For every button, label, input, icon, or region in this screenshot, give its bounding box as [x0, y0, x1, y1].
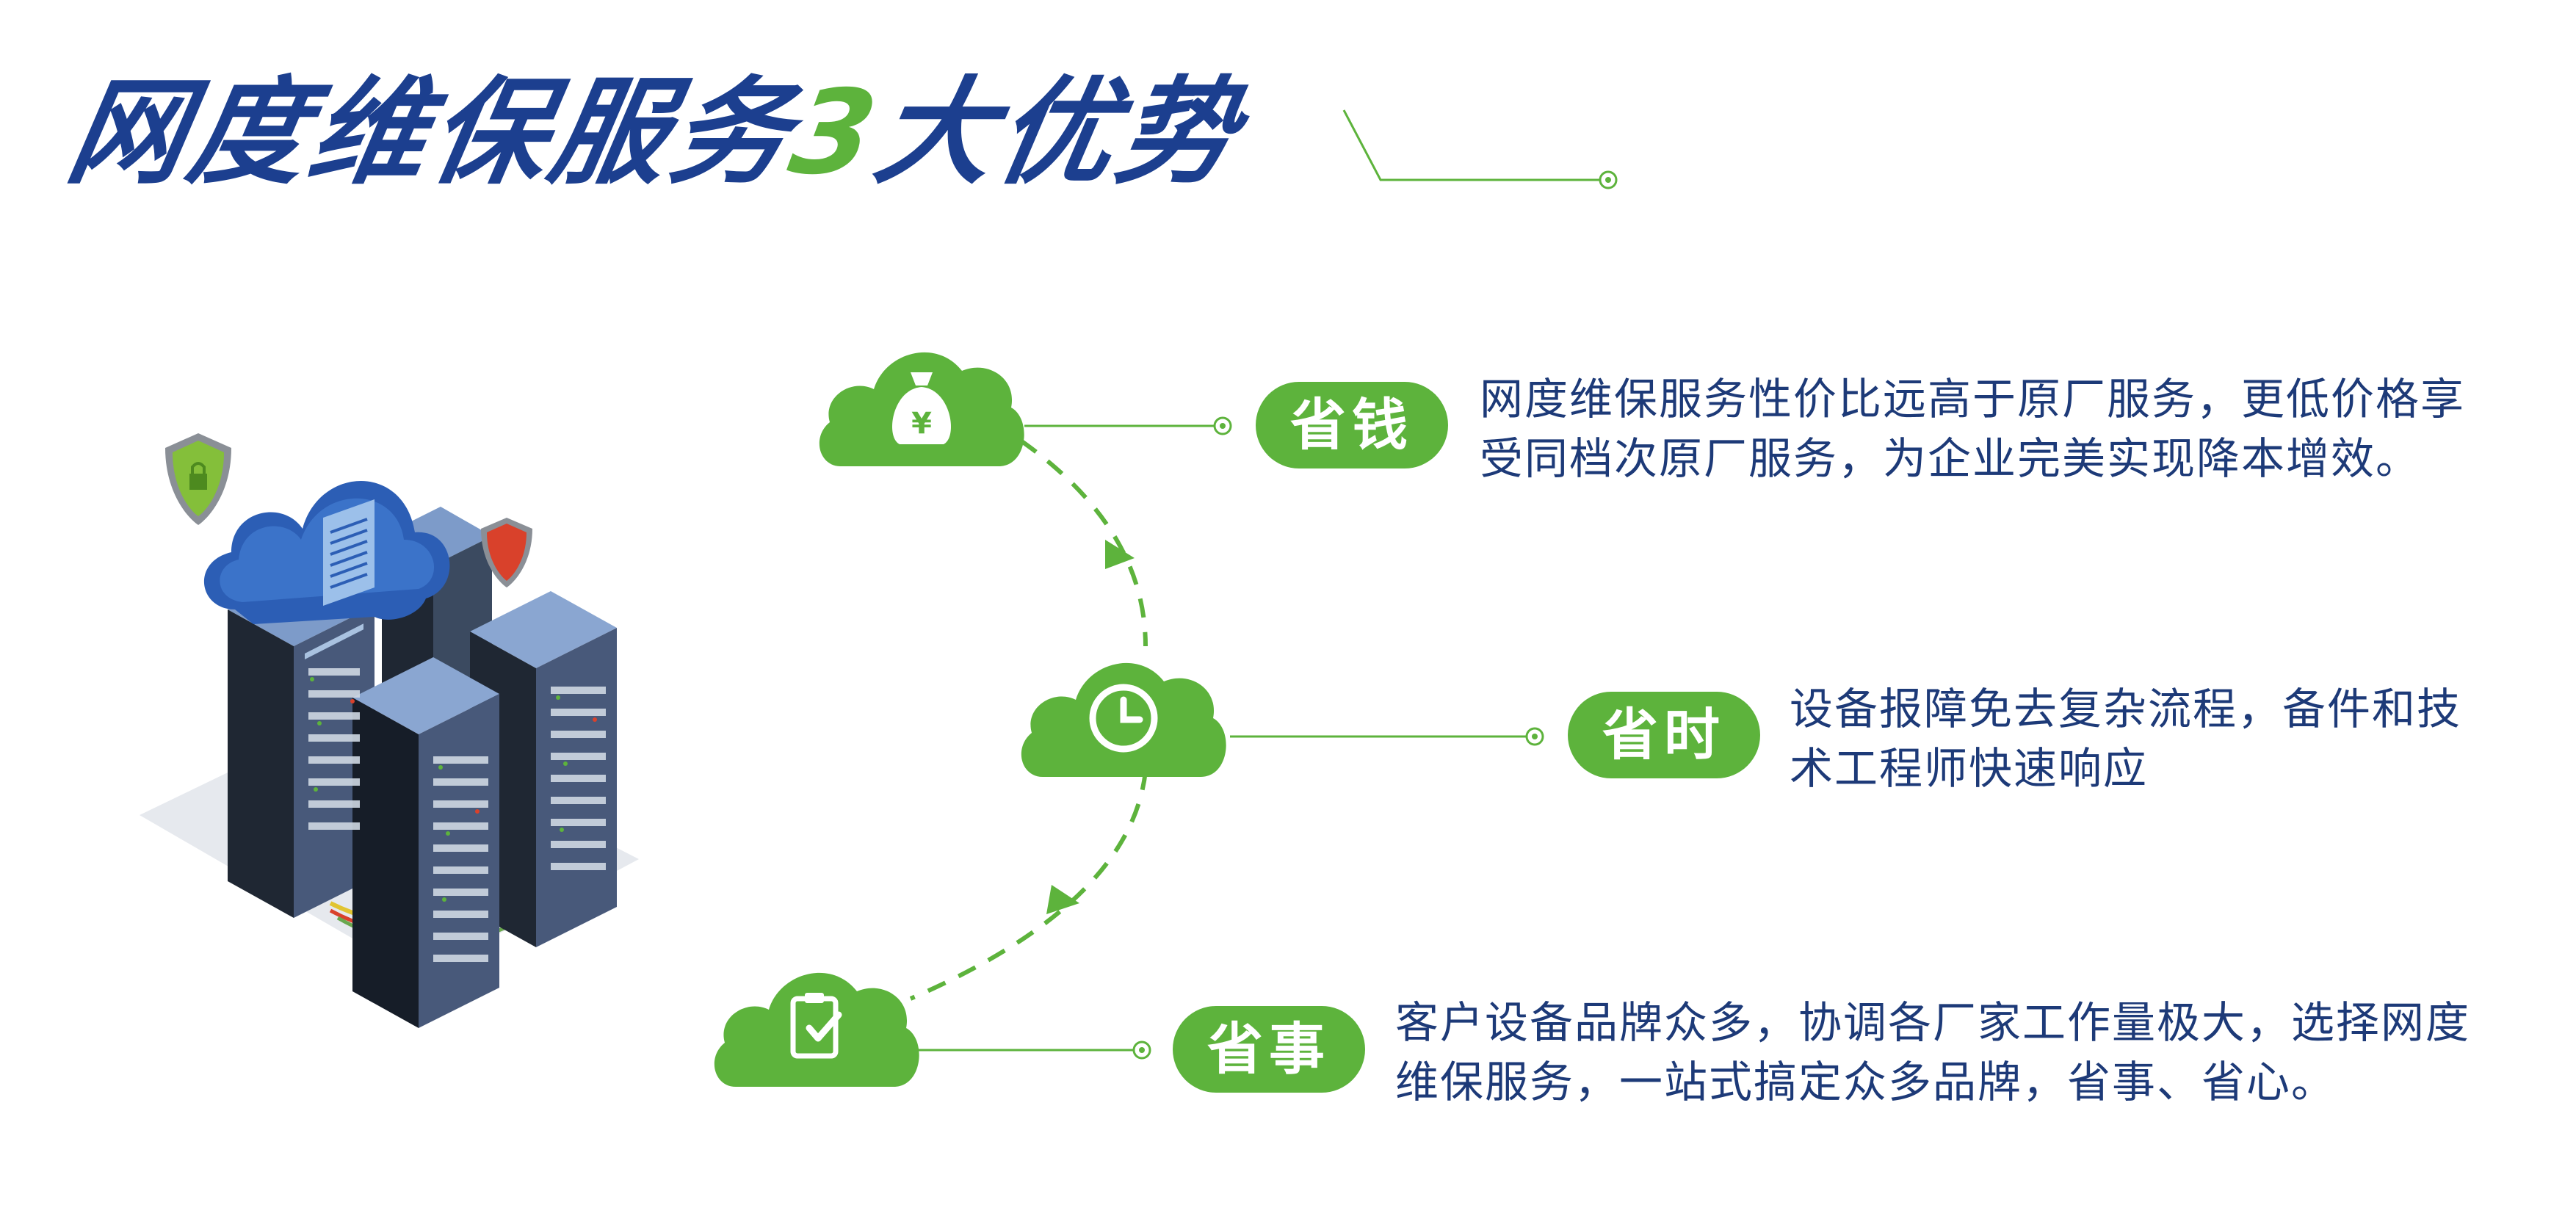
green-shield-icon: [165, 433, 231, 525]
cloud-money: ¥: [811, 334, 1032, 474]
advantage-label-effort: 省事: [1173, 1006, 1365, 1093]
desc-line: 客户设备品牌众多，协调各厂家工作量极大，选择网度: [1395, 997, 2471, 1048]
title-part1: 网度维保服务: [58, 65, 806, 200]
cloud-time: [1013, 645, 1234, 784]
advantage-desc-money: 网度维保服务性价比远高于原厂服务，更低价格享 受同档次原厂服务，为企业完美实现降…: [1480, 369, 2465, 488]
desc-line: 术工程师快速响应: [1790, 743, 2149, 794]
desc-line: 设备报障免去复杂流程，备件和技: [1790, 684, 2462, 734]
money-bag-yen-icon: [892, 372, 951, 444]
desc-line: 网度维保服务性价比远高于原厂服务，更低价格享: [1480, 374, 2466, 424]
server-rack-front: [352, 657, 499, 1028]
desc-line: 受同档次原厂服务，为企业完美实现降本增效。: [1480, 433, 2421, 484]
clock-icon: [1089, 684, 1158, 753]
desc-line: 维保服务，一站式搞定众多品牌，省事、省心。: [1395, 1057, 2337, 1107]
svg-text:¥: ¥: [911, 407, 932, 441]
advantage-label-time: 省时: [1568, 692, 1760, 778]
title-part2: 大优势: [866, 65, 1252, 200]
cloud-storage-shape: [203, 481, 450, 624]
advantage-label-money: 省钱: [1256, 382, 1448, 468]
red-shield-icon: [481, 518, 532, 587]
advantage-desc-time: 设备报障免去复杂流程，备件和技 术工程师快速响应: [1790, 679, 2461, 798]
clipboard-check-icon: [790, 993, 842, 1059]
page-title: 网度维保服务3大优势: [59, 65, 1251, 200]
server-cloud-security-illustration: [140, 433, 639, 1028]
cloud-effort: [706, 955, 927, 1094]
advantage-desc-effort: 客户设备品牌众多，协调各厂家工作量极大，选择网度 维保服务，一站式搞定众多品牌，…: [1395, 993, 2470, 1112]
